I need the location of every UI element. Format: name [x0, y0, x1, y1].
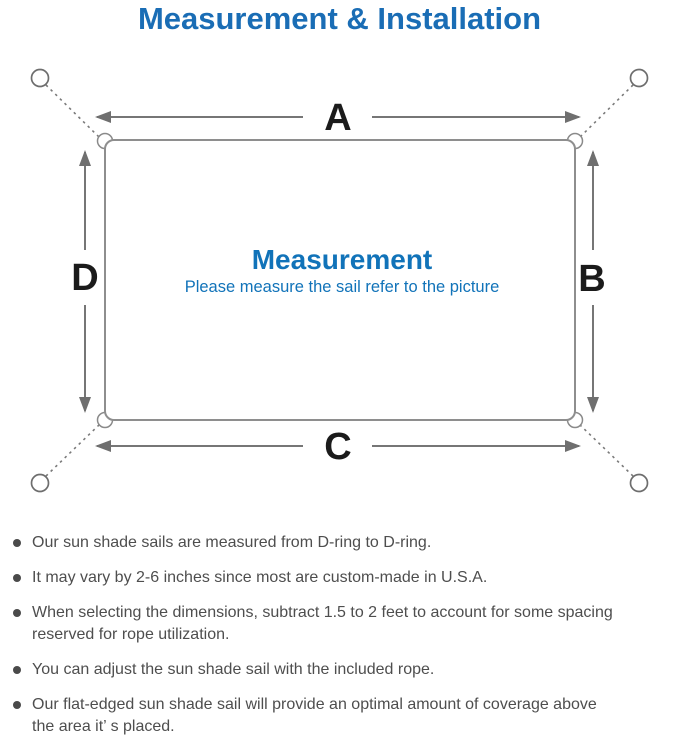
anchor-ring-bottom-right-icon — [629, 473, 649, 493]
notes-list: Our sun shade sails are measured from D-… — [13, 532, 673, 739]
note-line: Our flat-edged sun shade sail will provi… — [32, 696, 597, 713]
bullet-icon — [13, 574, 21, 582]
dimension-arrows — [79, 111, 599, 452]
note-line: reserved for rope utilization. — [32, 626, 230, 643]
list-item: When selecting the dimensions, subtract … — [13, 602, 673, 646]
note-text: When selecting the dimensions, subtract … — [32, 602, 673, 646]
note-text: It may vary by 2-6 inches since most are… — [32, 567, 673, 589]
bullet-icon — [13, 609, 21, 617]
anchor-ring-bottom-left-icon — [30, 473, 50, 493]
rope-top-right — [578, 84, 634, 139]
shade-sail — [104, 139, 576, 421]
rope-bottom-right — [578, 423, 634, 477]
list-item: You can adjust the sun shade sail with t… — [13, 659, 673, 681]
dimension-label-b: B — [578, 258, 605, 300]
rope-bottom-left — [45, 423, 101, 477]
note-line: You can adjust the sun shade sail with t… — [32, 661, 435, 678]
note-line: the area it’ s placed. — [32, 718, 175, 735]
bullet-icon — [13, 701, 21, 709]
note-text: Our sun shade sails are measured from D-… — [32, 532, 673, 554]
dimension-label-a: A — [324, 97, 351, 139]
note-text: You can adjust the sun shade sail with t… — [32, 659, 673, 681]
anchor-ring-top-right-icon — [629, 68, 649, 88]
list-item: Our flat-edged sun shade sail will provi… — [13, 694, 673, 738]
note-text: Our flat-edged sun shade sail will provi… — [32, 694, 673, 738]
dimension-label-c: C — [324, 426, 351, 468]
note-line: It may vary by 2-6 inches since most are… — [32, 569, 488, 586]
page-title: Measurement & Installation — [137, 1, 542, 36]
list-item: It may vary by 2-6 inches since most are… — [13, 567, 673, 589]
note-line: Our sun shade sails are measured from D-… — [32, 534, 432, 551]
note-line: When selecting the dimensions, subtract … — [32, 604, 613, 621]
anchor-ring-top-left-icon — [30, 68, 50, 88]
measurement-diagram: A B C D Measurement Please measure the s… — [30, 68, 649, 493]
list-item: Our sun shade sails are measured from D-… — [13, 532, 673, 554]
center-subtitle: Please measure the sail refer to the pic… — [185, 278, 500, 296]
bullet-icon — [13, 666, 21, 674]
rope-top-left — [45, 84, 101, 139]
bullet-icon — [13, 539, 21, 547]
dimension-label-d: D — [71, 257, 98, 299]
center-title: Measurement — [252, 244, 433, 275]
